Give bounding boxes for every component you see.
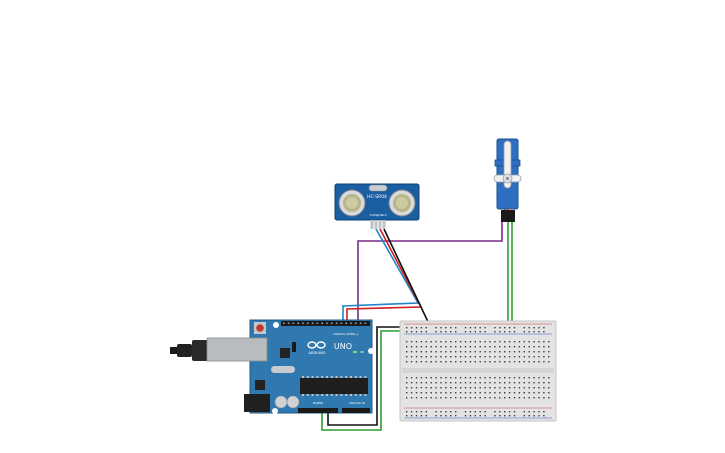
- sensor-pin-label-gnd: Gnd: [382, 214, 387, 217]
- sensor-header-pins[interactable]: [370, 220, 386, 229]
- breadboard[interactable]: [399, 320, 557, 422]
- ultrasonic-sensor[interactable]: HC-SR04 VCC Trig Echo Gnd: [334, 183, 420, 229]
- digital-header[interactable]: [281, 321, 370, 326]
- reset-button[interactable]: [254, 322, 266, 334]
- arduino-brand-label: ARDUINO: [309, 351, 326, 355]
- wire-black-gnd[interactable]: [383, 228, 431, 327]
- wire-green-arduino-5v[interactable]: [321, 330, 405, 431]
- power-jack: [244, 394, 270, 412]
- arduino-uno[interactable]: DIGITAL (PWM~) ARDUINO UNO ON POWER ANAL…: [170, 319, 374, 414]
- usb-port: [206, 337, 268, 362]
- power-header-label: POWER: [313, 401, 323, 405]
- power-header[interactable]: [298, 408, 338, 413]
- voltage-regulator: [255, 380, 265, 390]
- analog-header[interactable]: [342, 408, 370, 413]
- board-model-label: UNO: [334, 342, 352, 351]
- on-led: [353, 351, 357, 353]
- digital-header-label: DIGITAL (PWM~): [334, 332, 359, 336]
- breadboard-holes[interactable]: [406, 327, 550, 417]
- atmega-chip: [300, 376, 368, 396]
- sensor-transducer-left: [338, 189, 366, 217]
- mounting-hole: [368, 348, 374, 354]
- sensor-transducer-right: [388, 189, 416, 217]
- mounting-hole: [272, 408, 278, 414]
- sensor-pin-label-trig: Trig: [374, 214, 379, 217]
- analog-header-label: ANALOG IN: [349, 401, 365, 405]
- usb-cable[interactable]: [170, 340, 208, 361]
- sensor-model-label: HC-SR04: [367, 194, 387, 200]
- crystal: [271, 366, 295, 373]
- wire-blue-trig[interactable]: [342, 228, 420, 322]
- mounting-hole: [273, 322, 279, 328]
- wire-red-vcc[interactable]: [346, 228, 423, 322]
- wire-black-arduino-gnd[interactable]: [327, 326, 405, 426]
- sensor-pin-label-echo: Echo: [377, 214, 383, 217]
- tx-rx-leds: [292, 342, 296, 352]
- arduino-logo-icon: [307, 341, 326, 349]
- on-led-label: ON: [360, 350, 364, 354]
- digital-pins: [283, 322, 367, 325]
- usb-chip: [280, 348, 290, 358]
- capacitor: [274, 395, 288, 409]
- wires: [321, 222, 513, 431]
- micro-servo[interactable]: [493, 138, 522, 222]
- sensor-pin-label-vcc: VCC: [370, 214, 375, 217]
- capacitor: [286, 395, 300, 409]
- servo-connector[interactable]: [501, 210, 515, 222]
- wire-purple-servo-signal[interactable]: [350, 222, 503, 323]
- servo-horn[interactable]: [493, 140, 522, 189]
